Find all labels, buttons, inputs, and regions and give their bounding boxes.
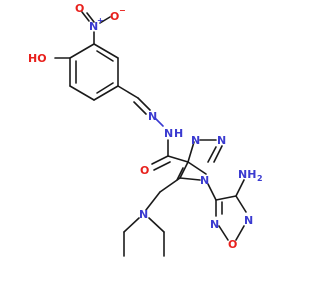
bond bbox=[137, 97, 151, 111]
bond bbox=[235, 225, 245, 241]
bond bbox=[123, 217, 140, 233]
atom-nitro-n: N bbox=[89, 20, 98, 33]
bond bbox=[145, 191, 161, 211]
atom-triazole-n1: N bbox=[191, 134, 200, 147]
bond bbox=[179, 161, 189, 179]
bond bbox=[69, 85, 95, 101]
atom-amino-subscript: 2 bbox=[257, 174, 263, 183]
bond bbox=[99, 16, 111, 24]
bond bbox=[218, 225, 229, 241]
bond-double-inner bbox=[96, 82, 114, 94]
bond bbox=[213, 145, 223, 163]
atom-amine-n: N bbox=[139, 208, 148, 221]
atom-hydrazide-n: N bbox=[164, 127, 173, 140]
atom-nitro-o-right: O bbox=[110, 10, 119, 23]
atom-furazan-n-right: N bbox=[244, 214, 253, 227]
bond bbox=[179, 177, 201, 181]
bonds bbox=[54, 11, 247, 257]
bond bbox=[159, 177, 181, 193]
bond bbox=[151, 155, 169, 165]
bond bbox=[93, 43, 119, 59]
atom-carbonyl-o: O bbox=[140, 164, 149, 177]
bond bbox=[207, 183, 217, 201]
atom-triazole-n2: N bbox=[217, 134, 226, 147]
bond bbox=[187, 141, 195, 163]
atom-furazan-o: O bbox=[228, 238, 237, 251]
atom-nitro-o-top: O bbox=[75, 2, 84, 15]
atom-hydroxyl: HO bbox=[28, 52, 47, 65]
bond bbox=[93, 85, 119, 101]
bond bbox=[148, 217, 165, 233]
atom-triazole-n3: N bbox=[200, 174, 209, 187]
bond-double-inner bbox=[96, 50, 114, 62]
bond bbox=[167, 155, 189, 163]
atom-imine-n: N bbox=[148, 110, 157, 123]
atom-furazan-n-left: N bbox=[210, 218, 219, 231]
bond-double bbox=[153, 161, 171, 171]
molecule-structure: HO N + O O − N N H O N N N N N N O NH 2 bbox=[28, 2, 263, 257]
bond bbox=[86, 12, 95, 23]
charge-plus: + bbox=[97, 16, 104, 25]
bond-double bbox=[133, 101, 147, 115]
bond bbox=[215, 195, 237, 201]
bond bbox=[154, 117, 164, 127]
bond bbox=[235, 179, 245, 197]
atom-hydrazide-h: H bbox=[174, 127, 183, 140]
bond-double bbox=[207, 146, 217, 163]
bond bbox=[81, 11, 90, 22]
bond bbox=[69, 43, 95, 59]
atom-amino-nh: NH bbox=[238, 168, 256, 181]
bond bbox=[235, 195, 247, 213]
bond bbox=[117, 85, 139, 99]
bond-double bbox=[176, 167, 184, 181]
bond bbox=[187, 161, 207, 175]
charge-minus: − bbox=[119, 6, 126, 15]
